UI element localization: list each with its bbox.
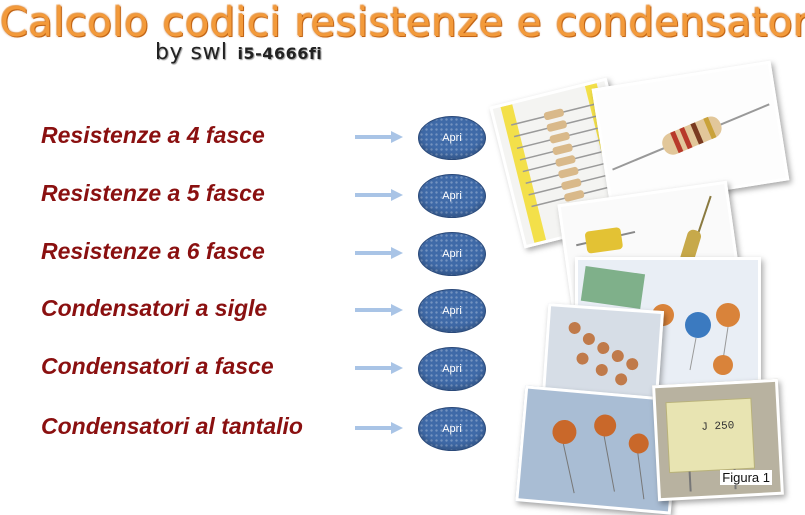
arrow-right-icon: [355, 247, 403, 259]
open-button-condensatori-fasce[interactable]: Apri: [418, 347, 486, 391]
menu-row-condensatori-fasce: Condensatori a fasce Apri: [0, 347, 500, 391]
menu-label: Resistenze a 5 fasce: [41, 180, 265, 206]
figure-caption: Figura 1: [720, 470, 772, 485]
callsign: i5-4666fi: [237, 44, 323, 63]
open-button-resistenze-5[interactable]: Apri: [418, 174, 486, 218]
open-button-condensatori-tantalio[interactable]: Apri: [418, 407, 486, 451]
arrow-right-icon: [355, 362, 403, 374]
arrow-right-icon: [355, 189, 403, 201]
menu-row-resistenze-6: Resistenze a 6 fasce Apri: [0, 232, 500, 276]
open-button-resistenze-4[interactable]: Apri: [418, 116, 486, 160]
menu-row-resistenze-5: Resistenze a 5 fasce Apri: [0, 174, 500, 218]
menu-label: Resistenze a 4 fasce: [41, 122, 265, 148]
capacitor-marking: J 250: [701, 420, 735, 434]
components-collage: J 250: [489, 60, 805, 515]
arrow-right-icon: [355, 304, 403, 316]
menu-label: Condensatori a fasce: [41, 353, 274, 379]
open-button-condensatori-sigle[interactable]: Apri: [418, 289, 486, 333]
menu-label: Condensatori al tantalio: [41, 413, 303, 439]
byline-text: by swl: [155, 40, 228, 65]
byline: by swl i5-4666fi: [155, 40, 322, 65]
open-button-resistenze-6[interactable]: Apri: [418, 232, 486, 276]
page-title: Calcolo codici resistenze e condensatori: [0, 0, 805, 46]
menu-row-resistenze-4: Resistenze a 4 fasce Apri: [0, 116, 500, 160]
tantalum-capacitors-photo: [515, 385, 681, 515]
menu-label: Condensatori a sigle: [41, 295, 268, 321]
bead-capacitors-photo: [541, 303, 665, 402]
arrow-right-icon: [355, 422, 403, 434]
menu-row-condensatori-tantalio: Condensatori al tantalio Apri: [0, 407, 500, 451]
menu-label: Resistenze a 6 fasce: [41, 238, 265, 264]
resistor-photo: [591, 60, 790, 209]
arrow-right-icon: [355, 131, 403, 143]
menu-row-condensatori-sigle: Condensatori a sigle Apri: [0, 289, 500, 333]
